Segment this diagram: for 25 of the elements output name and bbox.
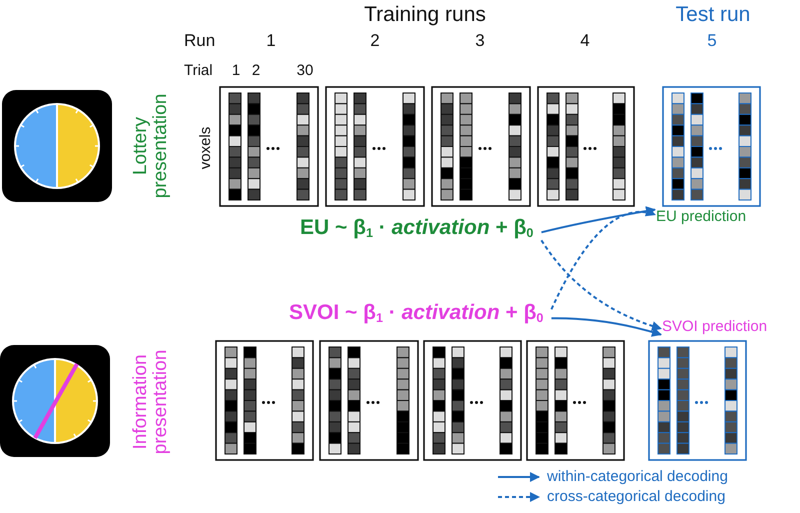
decoding-arrow	[551, 317, 662, 337]
trial-number: 2	[252, 63, 260, 79]
regression-formula: SVOI ~ β$_{1}$ · activation + β$_{0}$	[289, 301, 544, 326]
trial-number: 1	[232, 63, 240, 79]
decoding-arrow	[550, 208, 656, 310]
decoding-arrow	[541, 206, 656, 234]
run-number: 2	[370, 32, 380, 50]
axis-label: voxels	[198, 126, 214, 170]
legend-label: within-categorical decoding	[547, 468, 728, 485]
trial-number: 30	[296, 63, 314, 79]
legend-label: cross-categorical decoding	[547, 488, 726, 505]
decoding-arrow	[540, 240, 662, 331]
regression-formula: EU ~ β$_{1}$ · activation + β$_{0}$	[300, 216, 534, 241]
section-heading: Training runs	[364, 4, 486, 26]
run-number: 3	[475, 32, 485, 50]
run-number: 5	[707, 32, 717, 50]
row-label: Trial	[184, 63, 213, 79]
section-heading: Test run	[676, 4, 750, 26]
prediction-label: SVOI prediction	[662, 318, 768, 336]
condition-label: Information presentation	[131, 348, 171, 456]
prediction-label: EU prediction	[656, 208, 746, 226]
run-number: 4	[580, 32, 590, 50]
condition-label: Lottery presentation	[131, 92, 171, 200]
row-label: Run	[184, 32, 216, 50]
run-number: 1	[266, 32, 276, 50]
